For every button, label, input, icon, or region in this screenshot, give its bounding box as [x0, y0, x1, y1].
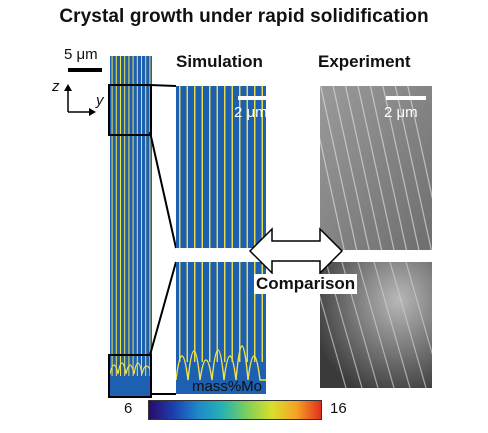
main-scale-bar — [68, 68, 102, 72]
colorbar-label: mass%Mo — [192, 378, 263, 395]
full-simulation-panel — [110, 56, 152, 396]
simulation-panel-bottom — [176, 262, 266, 394]
comparison-double-arrow — [248, 227, 344, 275]
zoom-box-top — [108, 84, 152, 136]
comparison-label: Comparison — [254, 274, 358, 294]
simulation-scale-bar — [238, 96, 278, 100]
y-axis-label: y — [96, 92, 104, 109]
experiment-scale-label: 2 μm — [384, 104, 418, 121]
experiment-image-top — [320, 86, 432, 250]
simulation-panel-top — [176, 86, 266, 248]
zoom-box-bottom — [108, 354, 152, 398]
simulation-header: Simulation — [176, 52, 263, 71]
colorbar-max-label: 16 — [330, 400, 347, 417]
colorbar-min-label: 6 — [124, 400, 133, 417]
z-axis-label: z — [52, 78, 60, 95]
experiment-scale-bar — [386, 96, 426, 100]
simulation-scale-label: 2 μm — [234, 104, 268, 121]
axes-indicator — [64, 84, 96, 116]
figure-title: Crystal growth under rapid solidificatio… — [59, 6, 429, 27]
experiment-header: Experiment — [318, 52, 411, 71]
colorbar — [148, 400, 322, 420]
main-scale-label: 5 μm — [64, 46, 98, 63]
